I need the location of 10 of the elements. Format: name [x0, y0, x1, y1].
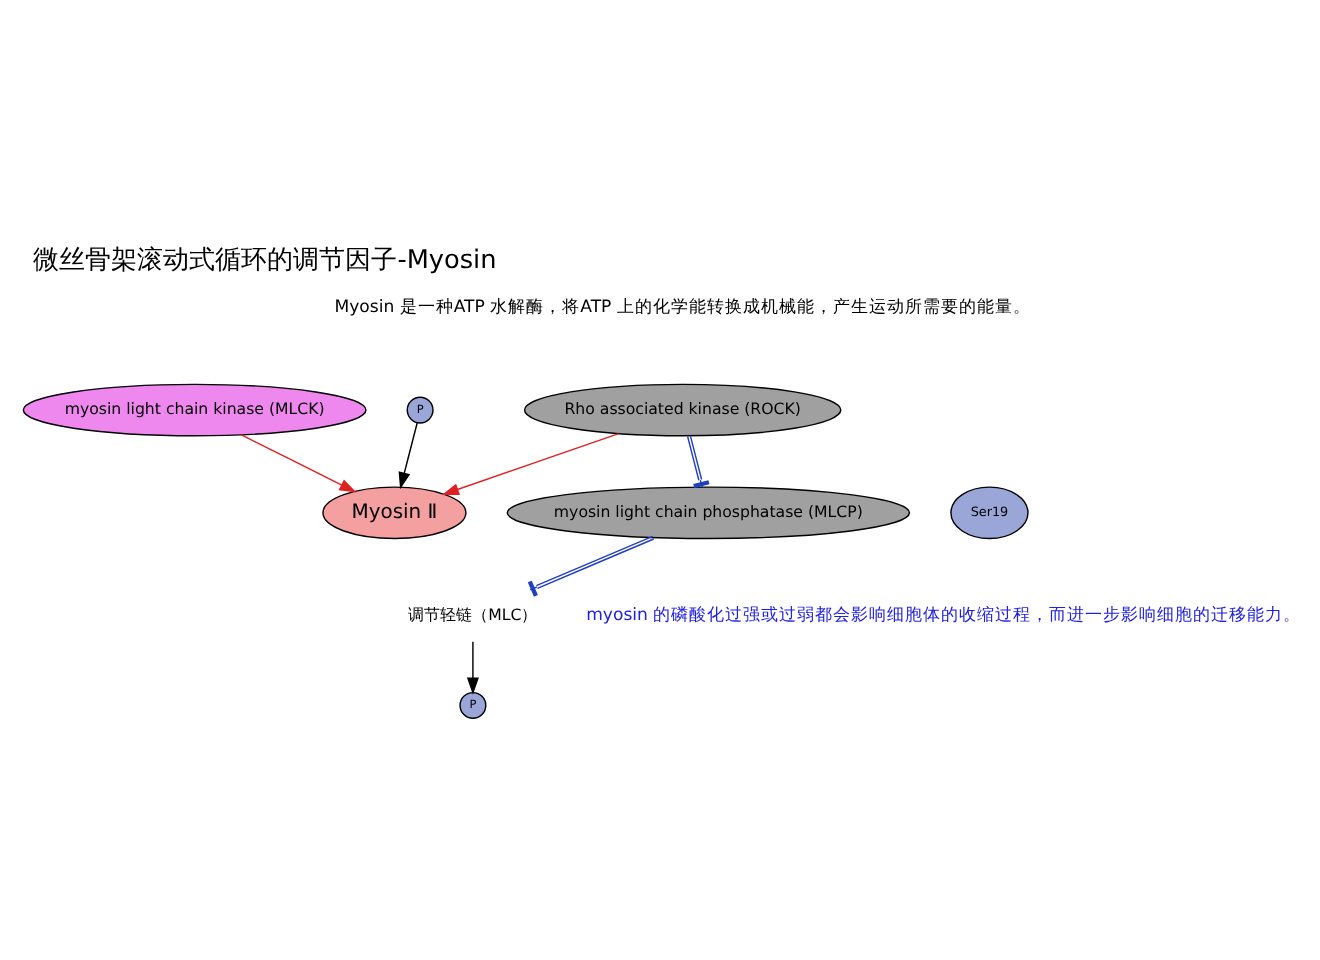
- node-ellipse: Myosin Ⅱ: [322, 486, 467, 540]
- label: Myosin 是一种ATP 水解酶，将ATP 上的化学能转换成机械能，产生运动所需要的能量。: [334, 297, 1031, 318]
- connector: [527, 535, 655, 597]
- label: myosin 的磷酸化过强或过弱都会影响细胞体的收缩过程，而进一步影响细胞的迁移能力。: [586, 605, 1302, 626]
- arrow: [466, 641, 479, 695]
- arrow: [398, 422, 418, 490]
- arrow: [441, 432, 620, 495]
- arrow: [240, 434, 357, 493]
- connector: [686, 435, 710, 489]
- diagram-title: 微丝骨架滚动式循环的调节因子-Myosin: [33, 245, 497, 276]
